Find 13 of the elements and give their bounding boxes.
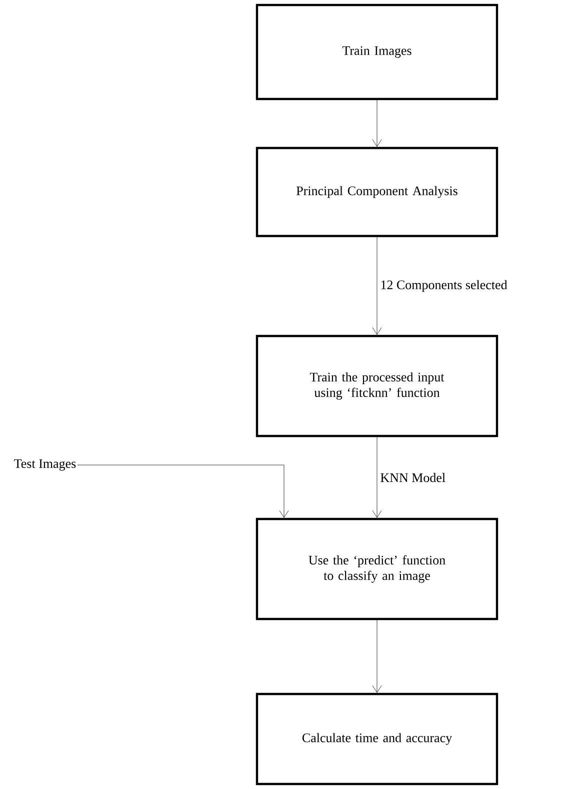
input-label: Test Images xyxy=(14,459,76,471)
arrow xyxy=(77,464,289,518)
arrow xyxy=(372,236,382,335)
arrow xyxy=(372,620,382,693)
process-box: Calculate time and accuracy xyxy=(256,692,498,786)
edge-label: KNN Model xyxy=(380,472,446,482)
process-box: Principal Component Analysis xyxy=(256,146,498,238)
process-box: Train Images xyxy=(256,4,498,100)
edge-label: 12 Components selected xyxy=(381,280,508,292)
process-box: Train the processed input using ‘fitcknn’ function xyxy=(256,334,498,438)
process-box: Use the ‘predict’ function to classify an image xyxy=(256,518,498,620)
arrow xyxy=(372,436,382,518)
arrow xyxy=(372,100,382,147)
